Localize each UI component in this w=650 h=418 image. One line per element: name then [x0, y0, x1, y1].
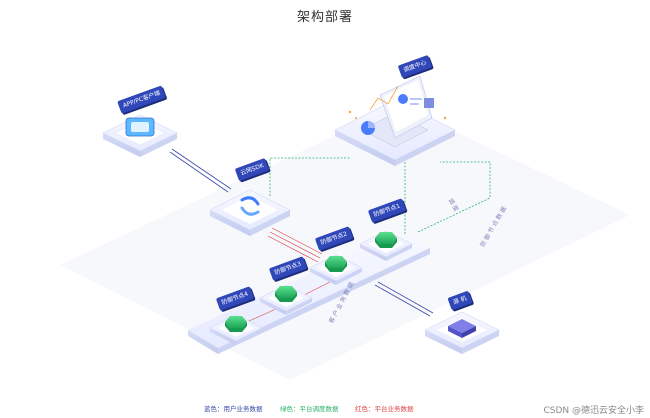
legend-blue: 蓝色：用户业务数据 — [204, 405, 263, 413]
defense2-pad — [309, 254, 363, 285]
defense4-pad — [209, 314, 263, 345]
legend-red: 红色：平台业务数据 — [355, 405, 414, 413]
defense-strip — [188, 232, 430, 354]
floor-plane — [60, 105, 630, 380]
source-platform — [424, 311, 500, 354]
page-title: 架构部署 — [296, 10, 353, 25]
sdk-platform — [209, 189, 291, 236]
defense1-pad — [359, 230, 413, 261]
legend-green: 绿色：平台调度数据 — [280, 405, 339, 413]
watermark: CSDN @德迅云安全小李 — [543, 406, 644, 416]
client-platform — [102, 114, 178, 157]
center-platform — [334, 75, 456, 166]
defense-nodes — [209, 230, 413, 345]
defense3-pad — [259, 284, 313, 315]
